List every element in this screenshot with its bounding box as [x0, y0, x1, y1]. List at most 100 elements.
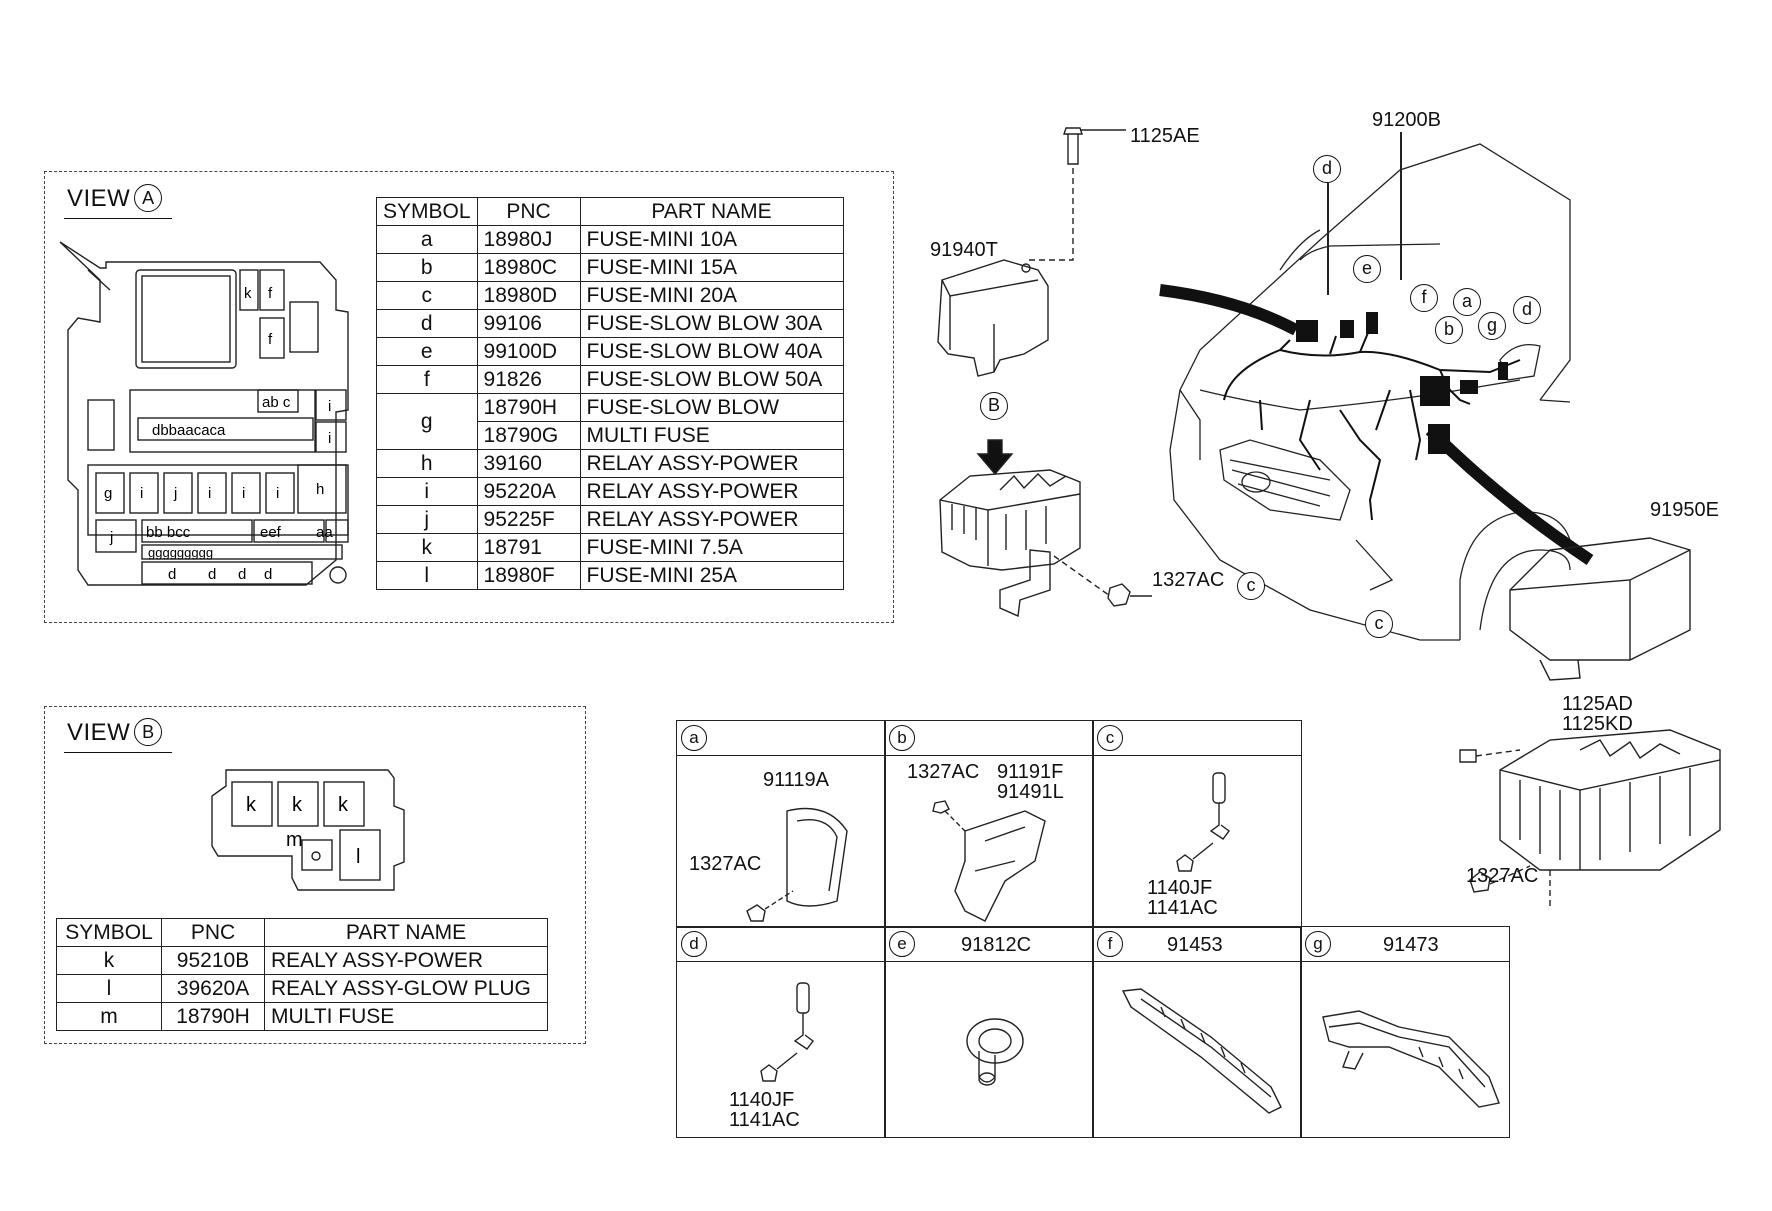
label-91950E: 91950E: [1650, 499, 1719, 521]
part-1327AC: 1327AC: [689, 853, 762, 875]
fuse-d2: d: [208, 566, 216, 583]
detail-cell-c: c 1140JF 1141AC: [1092, 720, 1302, 928]
view-a-marker: A: [134, 184, 163, 212]
relay-k1: k: [246, 794, 257, 816]
detail-header: [677, 927, 885, 962]
part-91119A: 91119A: [763, 769, 829, 791]
fuse-f1: f: [268, 285, 273, 302]
detail-tag-f: f: [1097, 931, 1123, 957]
col-part-name: PART NAME: [579, 197, 844, 226]
fuse-h: h: [316, 481, 324, 498]
fuse-i2: i: [328, 430, 331, 447]
detail-cell-a: a 91119A 1327AC: [676, 720, 886, 928]
fuse-j2: j: [109, 529, 113, 546]
fuse-i6: i: [276, 485, 279, 502]
part-1140JF: 1140JF: [729, 1089, 795, 1111]
detail-tag-a: a: [681, 725, 707, 751]
main-assembly-right-drawing: [1459, 537, 1721, 910]
label-1125AE: 1125AE: [1130, 125, 1200, 147]
callout-a: a: [1453, 288, 1481, 316]
label-1125AD: 1125AD: [1562, 693, 1633, 715]
detail-tag-e: e: [889, 931, 915, 957]
fuse-dbbaacaca: dbbaacaca: [152, 422, 226, 439]
col-part-name: PART NAME: [264, 918, 548, 947]
relay-k3: k: [338, 794, 349, 816]
detail-header: [1301, 927, 1509, 962]
detail-cell-f: f 91453: [1092, 926, 1302, 1138]
detail-tag-d: d: [681, 931, 707, 957]
vehicle-engine-bay-drawing: [1159, 143, 1594, 641]
detail-tag-g: g: [1305, 931, 1331, 957]
fuse-k: k: [244, 285, 252, 302]
col-pnc: PNC: [161, 918, 265, 947]
view-b-title-underline: [64, 752, 172, 753]
callout-c-1: c: [1237, 572, 1265, 600]
table-header: SYMBOL PNC PART NAME: [56, 918, 548, 947]
detail-tag-c: c: [1097, 725, 1123, 751]
part-1141AC: 1141AC: [729, 1109, 800, 1131]
label-1327AC-main: 1327AC: [1152, 569, 1225, 591]
detail-cell-b: b 1327AC 91191F 91491L: [884, 720, 1094, 928]
callout-e: e: [1353, 255, 1381, 283]
relay-k2: k: [292, 794, 303, 816]
col-pnc: PNC: [476, 197, 581, 226]
detail-header: [1093, 927, 1301, 962]
label-1327AC-box: 1327AC: [1466, 865, 1539, 887]
fuse-eef: eef: [260, 524, 282, 541]
fuse-i5: i: [242, 485, 245, 502]
leader-d-1: [1327, 183, 1329, 295]
fuse-aa: aa: [316, 524, 333, 541]
fuse-f2: f: [268, 331, 273, 348]
part-91491L: 91491L: [997, 781, 1064, 803]
part-91812C: 91812C: [961, 934, 1032, 956]
part-91473-drawing: [1322, 1010, 1500, 1108]
col-symbol: SYMBOL: [376, 197, 478, 226]
fuse-gg: ggggggggg: [148, 545, 213, 560]
fuse-j1: j: [173, 485, 177, 502]
fuse-m: m: [286, 829, 303, 851]
leader-91200B: [1400, 132, 1402, 280]
callout-d-1: d: [1313, 155, 1341, 183]
fuse-i3: i: [140, 485, 143, 502]
fuse-bbc: bb bcc: [146, 524, 191, 541]
callout-b: b: [1435, 316, 1463, 344]
label-91940T: 91940T: [930, 239, 998, 261]
view-b-fusebox-drawing: k k k m l: [211, 769, 405, 891]
view-b-panel: [44, 706, 586, 1044]
callout-d-2: d: [1513, 296, 1541, 324]
part-1140JF: 1140JF: [1147, 877, 1213, 899]
fuse-i1: i: [328, 398, 331, 415]
part-91191F: 91191F: [997, 761, 1064, 783]
fuse-i4: i: [208, 485, 211, 502]
detail-header: [1093, 721, 1301, 756]
part-91119A-drawing: [746, 807, 848, 922]
view-a-title-underline: [64, 218, 172, 219]
view-a-panel: [44, 171, 894, 623]
col-symbol: SYMBOL: [56, 918, 162, 947]
part-1327AC: 1327AC: [907, 761, 980, 783]
part-91453-drawing: [1121, 988, 1282, 1114]
callout-g: g: [1478, 312, 1506, 340]
detail-tag-b: b: [889, 725, 915, 751]
callout-c-2: c: [1365, 610, 1393, 638]
fuse-abc: ab c: [262, 394, 291, 411]
callout-f: f: [1410, 284, 1438, 312]
fuse-g: g: [104, 485, 112, 502]
detail-header: [885, 721, 1093, 756]
